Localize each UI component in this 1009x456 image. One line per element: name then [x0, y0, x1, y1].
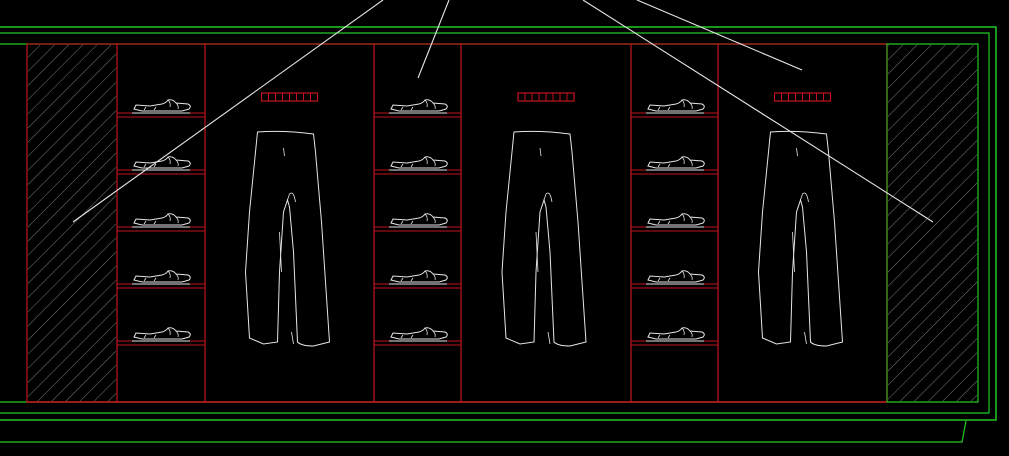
cabinet-outline: [26, 43, 888, 403]
folded-shirt-icon: [388, 213, 448, 228]
folded-shirt-icon: [645, 213, 705, 228]
side-panel-outline: [886, 43, 979, 403]
folded-shirt-icon: [131, 327, 191, 342]
folded-shirt-icon: [131, 99, 191, 114]
bay-2: [116, 44, 205, 402]
leader-line: [582, 0, 934, 223]
leader-line: [636, 0, 803, 71]
trousers-icon: [758, 130, 843, 347]
folded-shirt-icon: [388, 270, 448, 285]
folded-shirt-icon: [645, 327, 705, 342]
hatched-side-panel: [28, 45, 116, 401]
folded-shirt-icon: [645, 270, 705, 285]
frame-middle-line: [0, 32, 990, 414]
leader-lines: [72, 0, 934, 223]
folded-shirt-icon: [388, 327, 448, 342]
outer-frame: [0, 26, 997, 443]
frame-outer-line: [0, 26, 997, 421]
leader-line: [417, 0, 450, 79]
bay-8: [886, 43, 979, 403]
wardrobe-cabinet: [26, 43, 888, 403]
bay-7: [717, 44, 843, 402]
trousers-icon: [501, 130, 587, 347]
bay-4: [373, 44, 461, 402]
folded-shirt-icon: [645, 156, 705, 171]
bay-1: [26, 43, 118, 403]
trousers-icon: [245, 130, 330, 347]
folded-shirt-icon: [645, 99, 705, 114]
folded-shirt-icon: [131, 213, 191, 228]
bay-6: [630, 44, 718, 402]
hatched-side-panel: [888, 45, 977, 401]
bay-3: [204, 44, 330, 402]
bay-5: [460, 44, 587, 402]
folded-shirt-icon: [388, 99, 448, 114]
wardrobe-bays: [26, 43, 979, 403]
base-plinth-line: [0, 420, 967, 443]
folded-shirt-icon: [388, 156, 448, 171]
folded-shirt-icon: [131, 270, 191, 285]
leader-line: [72, 0, 384, 223]
frame-inner-line: [0, 43, 979, 403]
